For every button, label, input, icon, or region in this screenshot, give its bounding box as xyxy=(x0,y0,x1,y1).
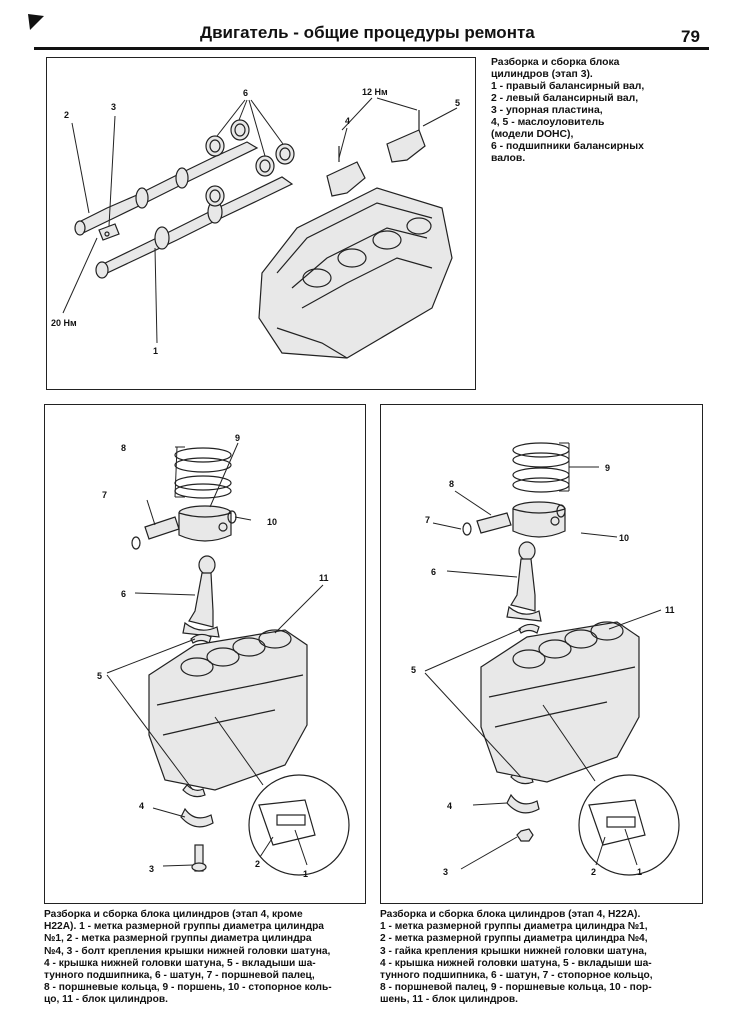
rod-cap xyxy=(180,807,214,828)
caption-line: №4, 3 - болт крепления крышки нижней гол… xyxy=(44,945,331,957)
header-rule xyxy=(34,47,709,50)
callout-10: 10 xyxy=(619,533,629,543)
rod-nut xyxy=(516,828,534,842)
leader-lines-top xyxy=(62,97,458,344)
balance-shaft-right xyxy=(95,176,294,279)
figure-balance-shafts: 2 3 6 12 Нм 4 5 20 Нм 1 xyxy=(46,57,476,390)
callout-10: 10 xyxy=(267,517,277,527)
callout-4: 4 xyxy=(139,801,144,811)
piston-assembly-right-drawing: 9 8 7 10 6 11 5 4 3 2 1 xyxy=(411,442,680,877)
shaft-bearings xyxy=(205,119,295,207)
caption-line: 8 - поршневые кольца, 9 - поршень, 10 - … xyxy=(44,982,332,994)
caption-line: H22A). 1 - метка размерной группы диамет… xyxy=(44,921,324,933)
torque-12: 12 Нм xyxy=(362,87,388,97)
caption-line: 8 - поршневой палец, 9 - поршневые кольц… xyxy=(380,982,652,994)
piston-rings xyxy=(512,442,570,493)
caption-piston-assembly-left: Разборка и сборка блока цилиндров (этап … xyxy=(44,909,367,1007)
callout-3: 3 xyxy=(443,867,448,877)
callout-1: 1 xyxy=(637,867,642,877)
bearing-shell-upper xyxy=(518,623,540,634)
corner-mark-icon xyxy=(28,14,44,30)
callout-1: 1 xyxy=(153,346,158,356)
oil-baffle-4 xyxy=(326,146,366,197)
caption-line: 3 - упорная пластина, xyxy=(491,105,603,116)
caption-line: цо, 11 - блок цилиндров. xyxy=(44,994,168,1006)
oil-baffle-5 xyxy=(386,110,426,163)
page-number: 79 xyxy=(681,27,700,46)
piston-assembly-left-drawing: 8 9 7 10 6 11 5 4 3 2 1 xyxy=(97,433,350,879)
caption-line: Разборка и сборка блока цилиндров (этап … xyxy=(380,909,641,920)
piston-rings xyxy=(174,447,232,499)
caption-line: шень, 11 - блок цилиндров. xyxy=(380,994,519,1006)
bearing-shell-lower xyxy=(182,784,206,798)
cylinder-block-lower xyxy=(258,187,453,359)
callout-4: 4 xyxy=(345,116,350,126)
figure-piston-assembly-right: 9 8 7 10 6 11 5 4 3 2 1 xyxy=(380,404,703,904)
piston-pin xyxy=(462,504,566,536)
caption-line: 2 - левый балансирный вал, xyxy=(491,93,639,104)
callout-8: 8 xyxy=(449,479,454,489)
callout-7: 7 xyxy=(425,515,430,525)
rod-cap xyxy=(506,793,540,814)
callout-11: 11 xyxy=(319,573,329,583)
detail-circle-size-marks xyxy=(578,774,680,876)
figure-piston-assembly-left: 8 9 7 10 6 11 5 4 3 2 1 xyxy=(44,404,366,904)
callout-2: 2 xyxy=(591,867,596,877)
torque-20: 20 Нм xyxy=(51,318,77,328)
connecting-rod xyxy=(506,541,542,622)
callout-8: 8 xyxy=(121,443,126,453)
caption-line: 4 - крышка нижней головки шатуна, 5 - вк… xyxy=(380,957,652,969)
leader-lines-right xyxy=(424,442,662,870)
caption-line: 6 - подшипники балансирных xyxy=(491,141,644,152)
callout-5: 5 xyxy=(411,665,416,675)
caption-line: 2 - метка размерной группы диаметра цили… xyxy=(380,933,648,945)
caption-line: 4 - крышка нижней головки шатуна, 5 - вк… xyxy=(44,957,316,969)
callout-6: 6 xyxy=(121,589,126,599)
callout-7: 7 xyxy=(102,490,107,500)
callout-2: 2 xyxy=(255,859,260,869)
thrust-plate xyxy=(98,223,120,241)
callout-11: 11 xyxy=(665,605,675,615)
leader-lines-left xyxy=(106,442,324,867)
callout-9: 9 xyxy=(235,433,240,443)
callout-9: 9 xyxy=(605,463,610,473)
balance-shaft-left xyxy=(74,141,259,236)
rod-bolt xyxy=(191,844,207,872)
caption-line: 3 - гайка крепления крышки нижней головк… xyxy=(380,945,647,957)
caption-line: тунного подшипника, 6 - шатун, 7 - стопо… xyxy=(380,970,653,982)
cylinder-block xyxy=(480,621,640,783)
caption-line: цилиндров (этап 3). xyxy=(491,69,593,80)
caption-line: тунного подшипника, 6 - шатун, 7 - поршн… xyxy=(44,970,315,982)
caption-line: 1 - правый балансирный вал, xyxy=(491,81,645,92)
caption-line: №1, 2 - метка размерной группы диаметра … xyxy=(44,933,312,945)
callout-5: 5 xyxy=(455,98,460,108)
caption-line: Разборка и сборка блока xyxy=(491,57,620,68)
connecting-rod xyxy=(182,555,220,638)
callout-2: 2 xyxy=(64,110,69,120)
callout-6: 6 xyxy=(243,88,248,98)
detail-circle-size-marks xyxy=(248,774,350,876)
caption-line: 1 - метка размерной группы диаметра цили… xyxy=(380,921,648,933)
callout-1: 1 xyxy=(303,869,308,879)
bearing-shell-upper xyxy=(190,633,212,644)
caption-line: 4, 5 - маслоуловитель xyxy=(491,117,605,128)
piston xyxy=(178,505,232,542)
caption-piston-assembly-right: Разборка и сборка блока цилиндров (этап … xyxy=(380,909,703,1007)
callout-5: 5 xyxy=(97,671,102,681)
caption-line: валов. xyxy=(491,153,526,164)
callout-3: 3 xyxy=(149,864,154,874)
callout-4: 4 xyxy=(447,801,452,811)
caption-line: Разборка и сборка блока цилиндров (этап … xyxy=(44,909,303,920)
caption-balance-shafts: Разборка и сборка блока цилиндров (этап … xyxy=(491,57,691,165)
balance-shafts-drawing: 2 3 6 12 Нм 4 5 20 Нм 1 xyxy=(51,87,460,359)
callout-6: 6 xyxy=(431,567,436,577)
page-title: Двигатель - общие процедуры ремонта xyxy=(200,23,535,42)
cylinder-block xyxy=(148,629,308,791)
caption-line: (модели DOHC), xyxy=(491,129,574,140)
callout-3: 3 xyxy=(111,102,116,112)
